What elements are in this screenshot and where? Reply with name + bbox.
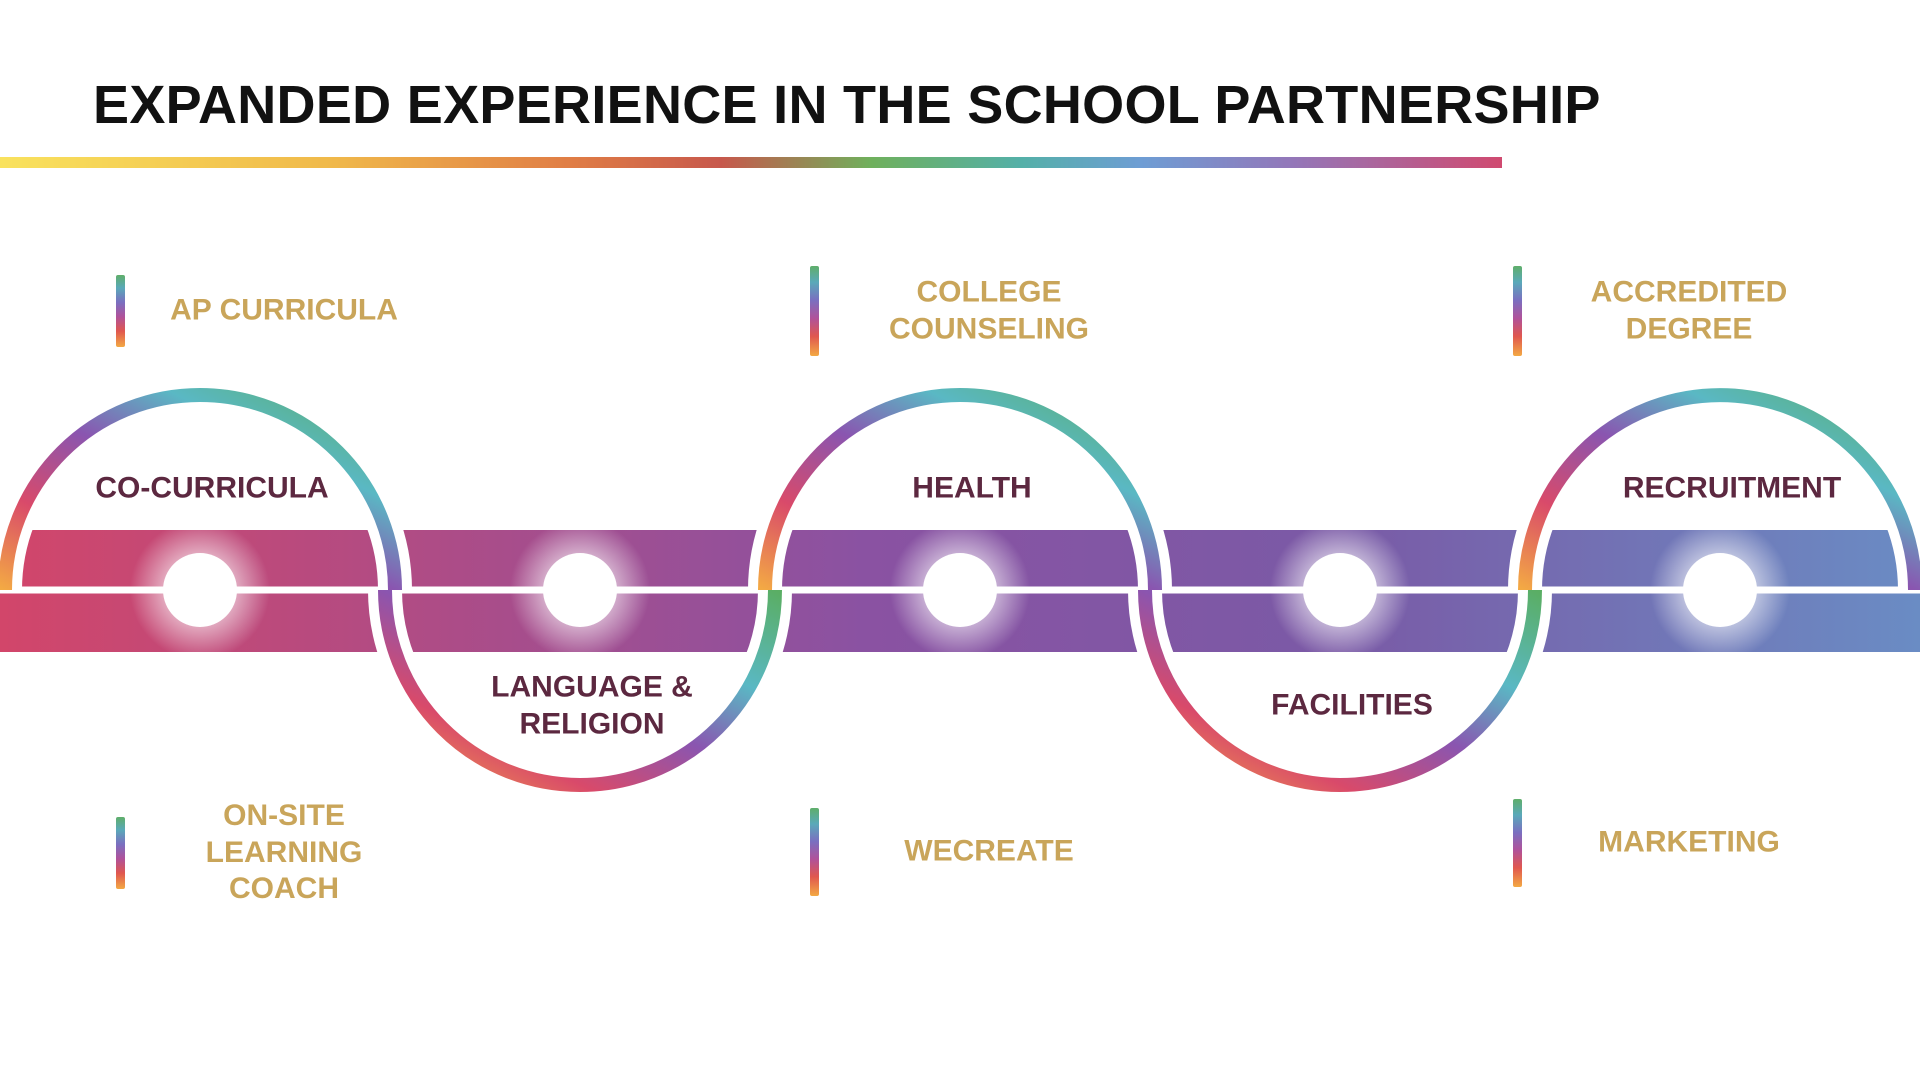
feature-label-top: ACCREDITED DEGREE [1590, 275, 1788, 345]
feature-label-top: AP CURRICULA [170, 293, 398, 327]
stage-ring-arc [758, 388, 1162, 591]
page-title: EXPANDED EXPERIENCE IN THE SCHOOL PARTNE… [93, 75, 1601, 135]
feature-label-bottom: MARKETING [1598, 825, 1780, 859]
timeline-node [163, 553, 237, 627]
feature-tick [810, 808, 819, 896]
stage-ring-arc [378, 589, 782, 792]
timeline-node [543, 553, 617, 627]
feature-tick [1513, 799, 1522, 887]
stage-label: CO-CURRICULA [95, 471, 329, 505]
feature-tick [810, 266, 819, 356]
stage-ring-arc [0, 388, 402, 591]
feature-tick [1513, 266, 1522, 356]
stage-ring-arc [1138, 589, 1542, 792]
timeline-node [1683, 553, 1757, 627]
feature-label-top: COLLEGE COUNSELING [888, 275, 1090, 345]
stage-label: RECRUITMENT [1622, 471, 1842, 505]
stage-label: HEALTH [912, 471, 1032, 505]
feature-label-bottom: WECREATE [904, 834, 1074, 868]
feature-label-bottom: ON-SITE LEARNING COACH [205, 799, 363, 906]
feature-tick [116, 275, 125, 347]
stage-rings [0, 388, 1920, 792]
timeline-node [923, 553, 997, 627]
timeline-nodes [130, 520, 1790, 660]
stage-ring-arc [1518, 388, 1920, 591]
timeline-node [1303, 553, 1377, 627]
stage-label: LANGUAGE & RELIGION [491, 670, 693, 740]
feature-tick [116, 817, 125, 889]
title-gradient-rule [0, 157, 1502, 168]
stage-label: FACILITIES [1271, 688, 1433, 722]
